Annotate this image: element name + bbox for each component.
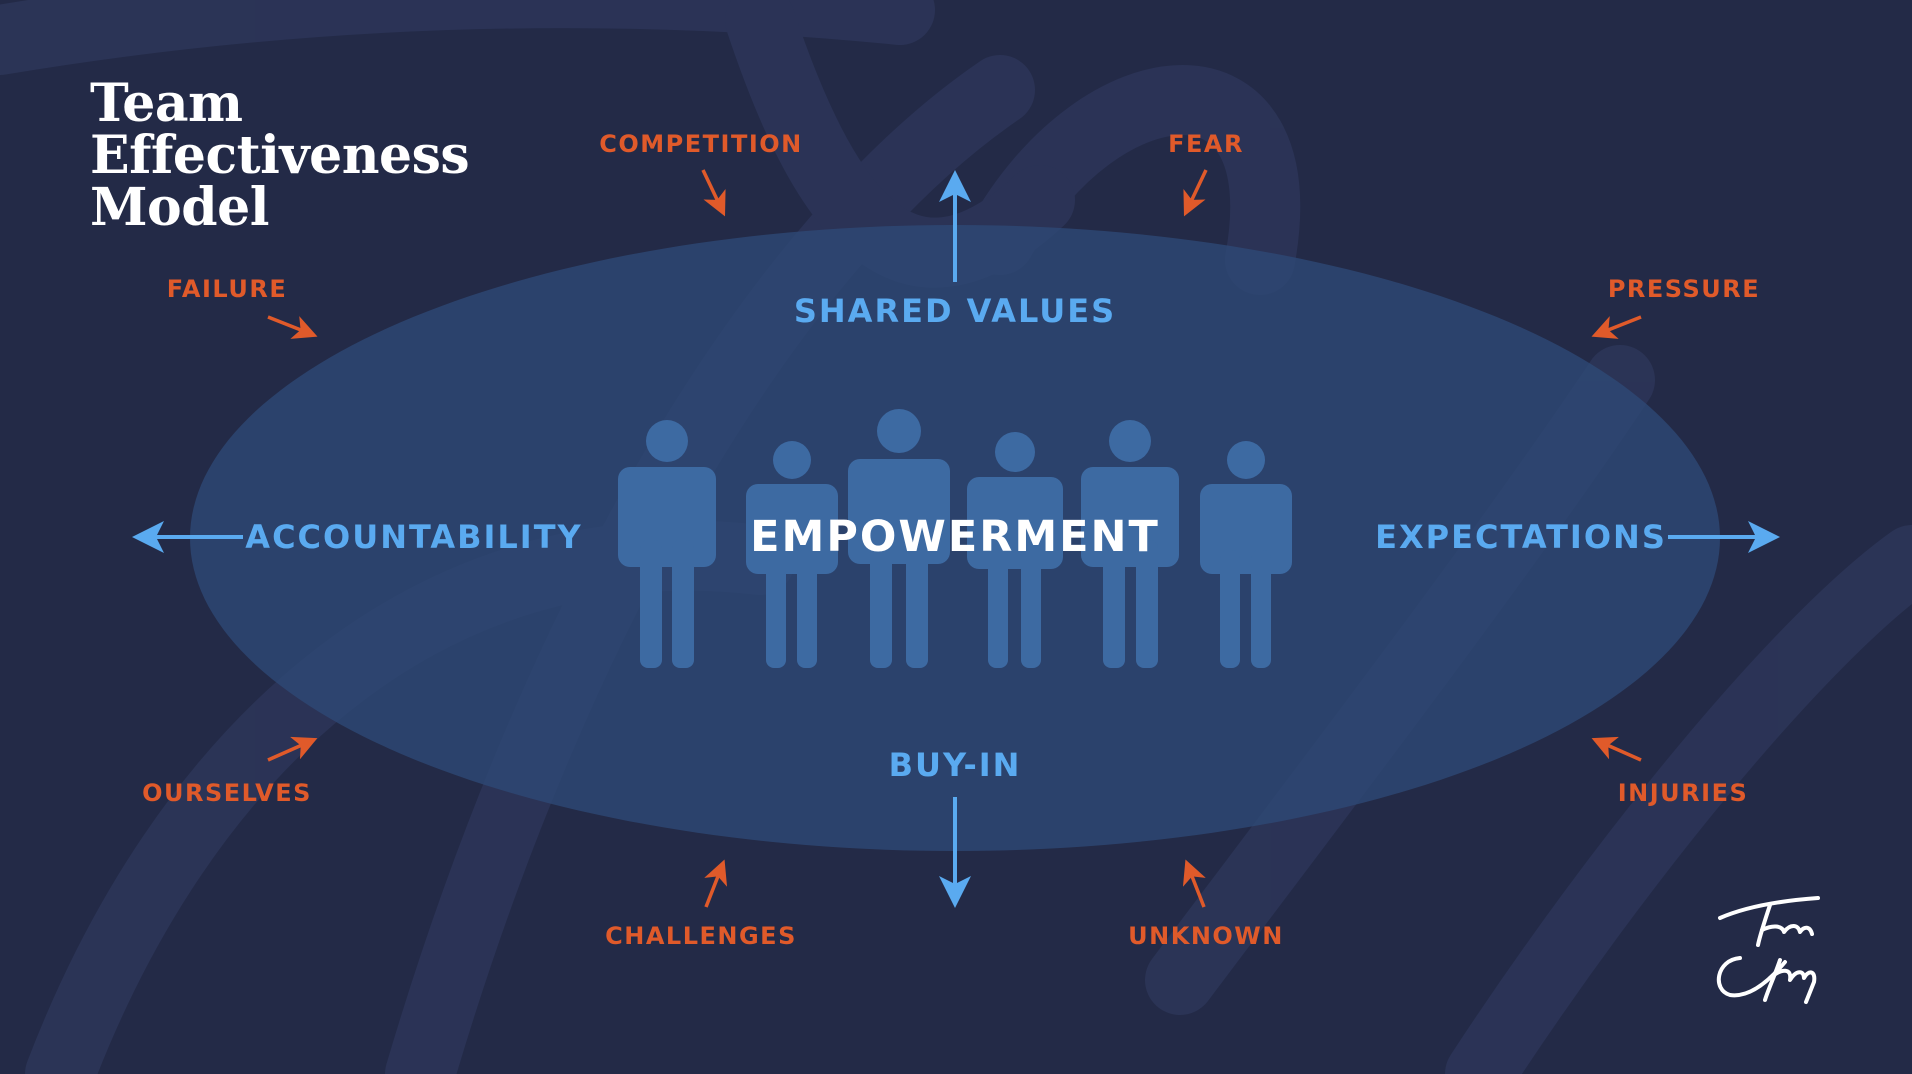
arrow-unknown — [1182, 859, 1206, 908]
force-failure: FAILURE — [166, 275, 288, 303]
person-icon — [746, 441, 838, 668]
person-icon — [618, 420, 716, 668]
title-line-3: Model — [90, 177, 269, 238]
people-group — [618, 409, 1292, 668]
arrow-injuries — [1591, 736, 1642, 762]
pillar-shared-values: SHARED VALUES — [793, 292, 1117, 330]
person-icon — [848, 409, 950, 668]
arrow-ourselves — [267, 736, 318, 762]
person-icon — [1081, 420, 1179, 668]
force-fear: FEAR — [1168, 130, 1244, 158]
arrow-fear — [1183, 169, 1208, 217]
center-label-empowerment: EMPOWERMENT — [750, 512, 1160, 562]
person-icon — [967, 432, 1063, 668]
force-competition: COMPETITION — [599, 130, 803, 158]
arrow-competition — [701, 169, 726, 217]
title-line-2: Effectiveness — [90, 125, 470, 186]
team-ellipse — [190, 225, 1720, 851]
arrow-failure — [267, 315, 318, 339]
arrow-pressure — [1591, 315, 1642, 339]
force-pressure: PRESSURE — [1607, 275, 1761, 303]
force-unknown: UNKNOWN — [1128, 922, 1284, 950]
pillar-arrows — [132, 170, 1780, 908]
person-icon — [1200, 441, 1292, 668]
pillar-expectations: EXPECTATIONS — [1375, 518, 1667, 556]
force-arrows — [267, 169, 1642, 908]
pillar-buy-in: BUY-IN — [888, 746, 1022, 784]
title-line-1: Team — [90, 73, 243, 134]
force-injuries: INJURIES — [1617, 779, 1749, 807]
pillar-accountability: ACCOUNTABILITY — [245, 518, 583, 556]
force-ourselves: OURSELVES — [142, 779, 312, 807]
force-challenges: CHALLENGES — [605, 922, 797, 950]
arrow-challenges — [704, 859, 728, 908]
signature-logo — [1716, 896, 1820, 1004]
